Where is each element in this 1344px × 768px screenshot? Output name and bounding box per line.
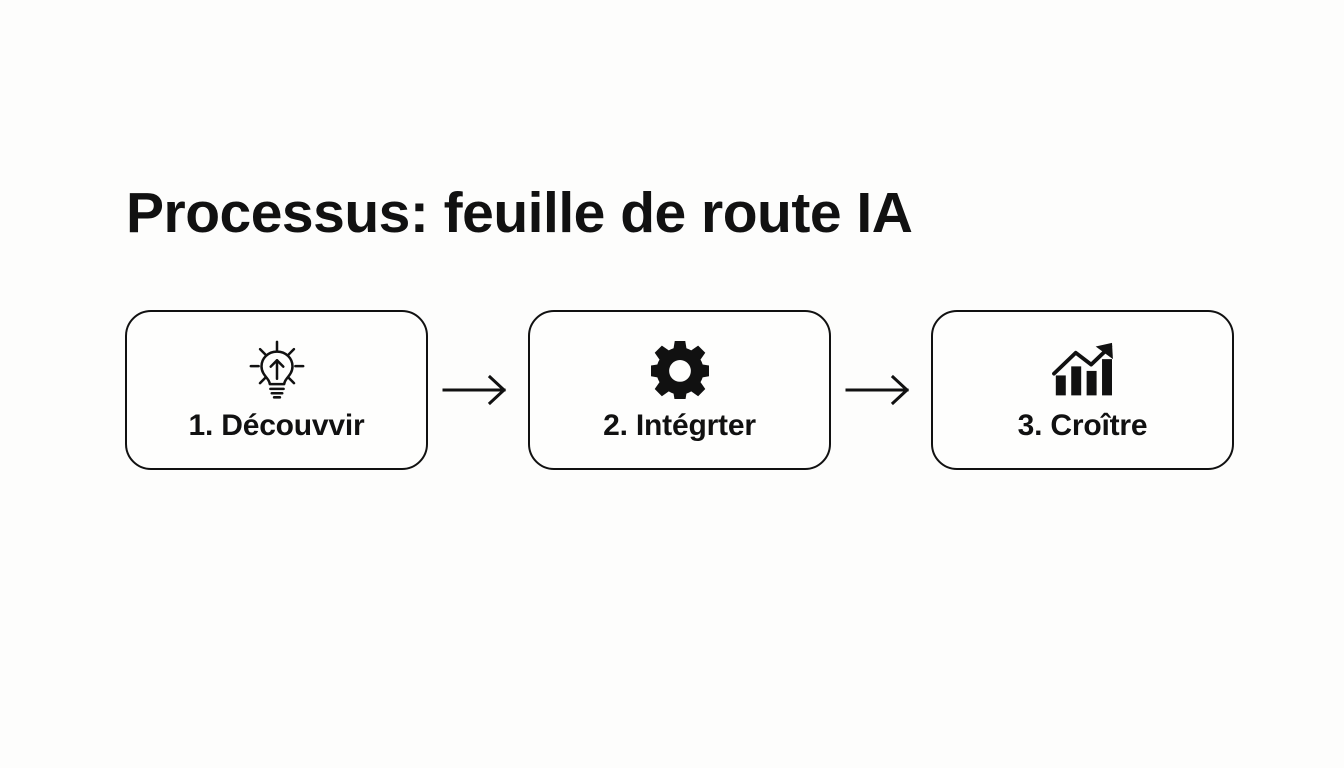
step-card-croitre[interactable]: 3. Croître bbox=[931, 310, 1234, 470]
step-label: 3. Croître bbox=[1017, 409, 1148, 442]
step-label: 2. Intégrter bbox=[603, 409, 756, 442]
gear-icon bbox=[650, 339, 709, 401]
arrow-right-icon bbox=[428, 370, 528, 410]
step-label: 1. Découvvir bbox=[188, 409, 365, 442]
arrow-right-icon bbox=[831, 370, 931, 410]
lightbulb-idea-icon bbox=[246, 339, 308, 401]
step-card-integrter[interactable]: 2. Intégrter bbox=[528, 310, 831, 470]
page-title: Processus: feuille de route IA bbox=[126, 181, 913, 246]
process-flow: 1. Découvvir 2. Intégrter bbox=[125, 310, 1234, 470]
step-card-decouvvir[interactable]: 1. Découvvir bbox=[125, 310, 428, 470]
growth-bar-chart-icon bbox=[1050, 339, 1116, 401]
